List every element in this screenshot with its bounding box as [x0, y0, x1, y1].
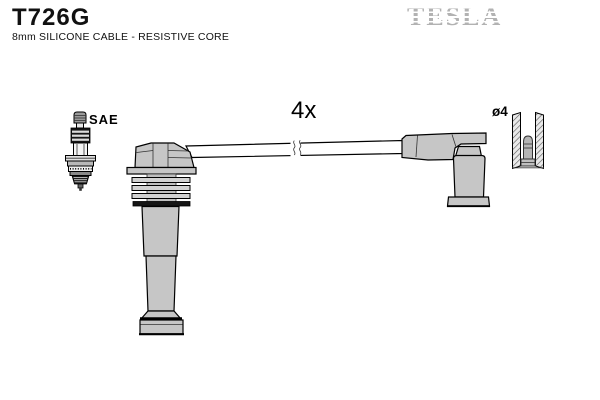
section-right-wall — [535, 111, 544, 170]
elbow-body — [401, 132, 487, 161]
sae-terminal-label: SAE — [89, 112, 119, 127]
plug-electrode — [79, 188, 82, 191]
cable-break-mark — [299, 140, 302, 155]
plug-hex-shell — [67, 160, 94, 167]
terminal-section-drawing — [512, 111, 544, 170]
brand-logo: TESLA — [404, 2, 505, 31]
cable-break-mark — [293, 140, 296, 156]
section-left-wall — [512, 111, 521, 170]
boot-dark-fin — [132, 201, 191, 207]
terminal-diameter-label: ø4 — [492, 104, 508, 119]
boot-cap — [134, 142, 195, 169]
product-description: 8mm SILICONE CABLE - RESISTIVE CORE — [12, 31, 230, 43]
boot-lower-shaft — [145, 255, 177, 312]
boot-flange — [126, 166, 197, 175]
elbow-boot-drawing — [401, 132, 491, 208]
coil-boot-drawing — [126, 142, 197, 336]
boot-base — [139, 319, 184, 335]
quantity-label: 4x — [291, 97, 317, 124]
plug-tip — [77, 183, 84, 189]
boot-fin — [131, 193, 191, 199]
elbow-barrel — [452, 154, 486, 198]
spark-plug-drawing — [65, 111, 96, 191]
product-code: T726G — [12, 4, 91, 31]
cable-drawing — [185, 137, 404, 159]
section-terminal — [523, 135, 533, 160]
elbow-rim — [446, 196, 491, 207]
boot-fin — [131, 185, 191, 191]
plug-gasket — [69, 171, 92, 176]
plug-insulator — [73, 142, 88, 156]
plug-neck — [76, 122, 84, 129]
plug-terminal-nut — [73, 111, 87, 124]
boot-fin — [131, 177, 191, 183]
boot-upper-shaft — [141, 205, 180, 257]
